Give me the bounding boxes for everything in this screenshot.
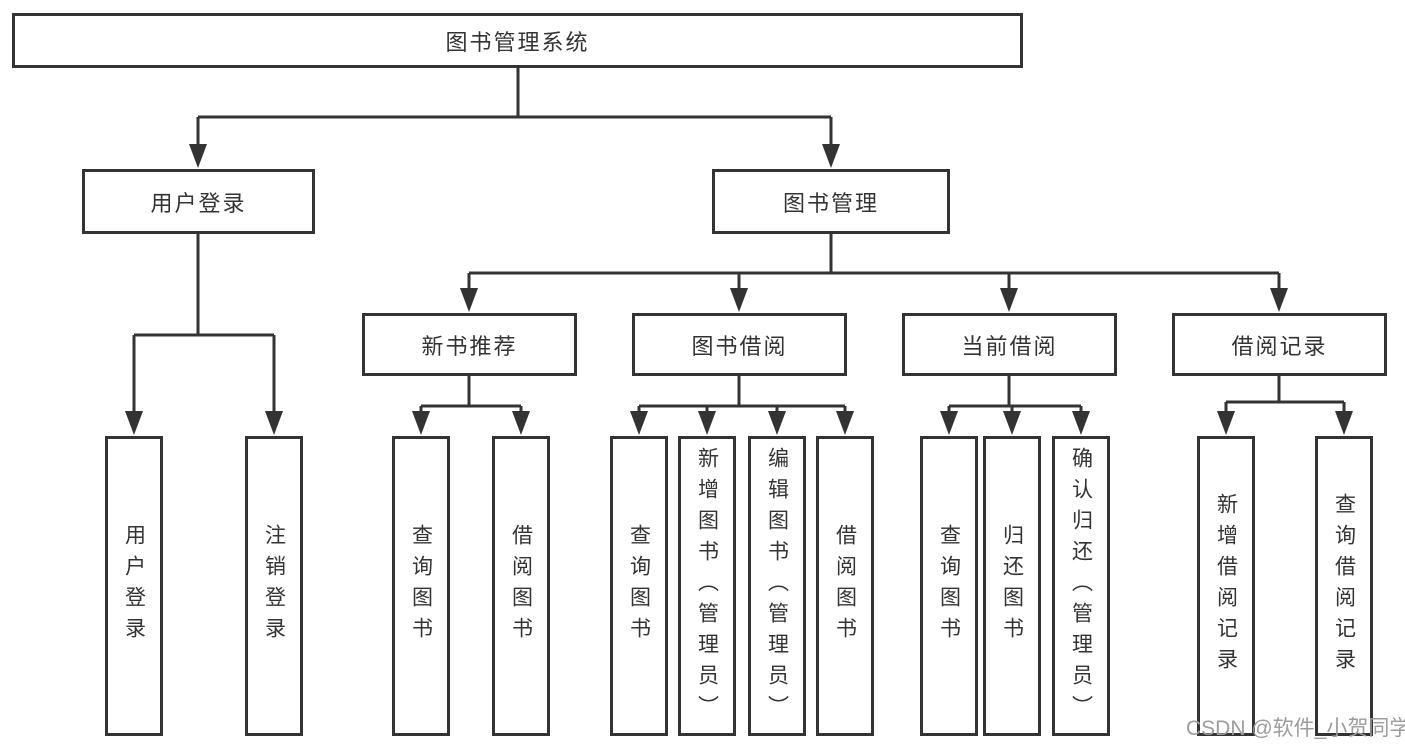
node-book-borrowing-label: 图书借阅 (691, 333, 788, 359)
leaf-confirm-return-admin-label: 确认归还（管理员） (1069, 446, 1093, 726)
leaf-add-book-admin-label: 新增图书（管理员） (695, 446, 719, 726)
leaf-borrow-books-borrowing: 借阅图书 (816, 436, 874, 736)
leaf-return-book-label: 归还图书 (1000, 524, 1024, 648)
connector-root-to-level2 (189, 68, 840, 168)
leaf-user-login-label: 用户登录 (122, 524, 146, 648)
node-new-book-recommendation-label: 新书推荐 (421, 333, 518, 359)
leaf-edit-book-admin: 编辑图书（管理员） (748, 436, 806, 736)
leaf-borrow-books-recommend: 借阅图书 (492, 436, 550, 736)
connector-borrowing-records-to-leaves (1217, 376, 1353, 435)
leaf-query-books-recommend-label: 查询图书 (409, 524, 433, 648)
connector-book-management-to-level3 (460, 234, 1288, 312)
node-new-book-recommendation: 新书推荐 (362, 313, 577, 376)
node-borrowing-records-label: 借阅记录 (1231, 333, 1328, 359)
node-borrowing-records: 借阅记录 (1172, 313, 1387, 376)
node-root: 图书管理系统 (12, 13, 1023, 68)
leaf-add-book-admin: 新增图书（管理员） (678, 436, 736, 736)
node-book-borrowing: 图书借阅 (632, 313, 847, 376)
leaf-query-books-current-label: 查询图书 (937, 524, 961, 648)
leaf-query-books-borrowing: 查询图书 (610, 436, 668, 736)
leaf-query-borrow-record-label: 查询借阅记录 (1332, 493, 1356, 679)
connector-current-borrowing-to-leaves (940, 376, 1090, 435)
connector-book-borrowing-to-leaves (630, 376, 854, 435)
leaf-edit-book-admin-label: 编辑图书（管理员） (765, 446, 789, 726)
leaf-query-books-borrowing-label: 查询图书 (627, 524, 651, 648)
leaf-query-borrow-record: 查询借阅记录 (1315, 436, 1373, 736)
leaf-logout: 注销登录 (245, 436, 303, 736)
connector-new-book-recommendation-to-leaves (412, 376, 530, 435)
leaf-add-borrow-record-label: 新增借阅记录 (1214, 493, 1238, 679)
leaf-query-books-current: 查询图书 (920, 436, 978, 736)
watermark: CSDN @软件_小贺同学 (1186, 717, 1405, 740)
node-current-borrowing-label: 当前借阅 (961, 333, 1058, 359)
node-book-management: 图书管理 (712, 169, 950, 234)
leaf-user-login: 用户登录 (105, 436, 163, 736)
node-user-login-label: 用户登录 (150, 190, 247, 216)
leaf-query-books-recommend: 查询图书 (392, 436, 450, 736)
leaf-return-book: 归还图书 (983, 436, 1041, 736)
leaf-borrow-books-borrowing-label: 借阅图书 (833, 524, 857, 648)
leaf-logout-label: 注销登录 (262, 524, 286, 648)
leaf-add-borrow-record: 新增借阅记录 (1197, 436, 1255, 736)
leaf-borrow-books-recommend-label: 借阅图书 (509, 524, 533, 648)
node-root-label: 图书管理系统 (445, 29, 590, 55)
leaf-confirm-return-admin: 确认归还（管理员） (1052, 436, 1110, 736)
node-current-borrowing: 当前借阅 (902, 313, 1117, 376)
node-book-management-label: 图书管理 (782, 190, 879, 216)
node-user-login: 用户登录 (82, 169, 315, 234)
connector-user-login-to-leaves (125, 234, 283, 435)
